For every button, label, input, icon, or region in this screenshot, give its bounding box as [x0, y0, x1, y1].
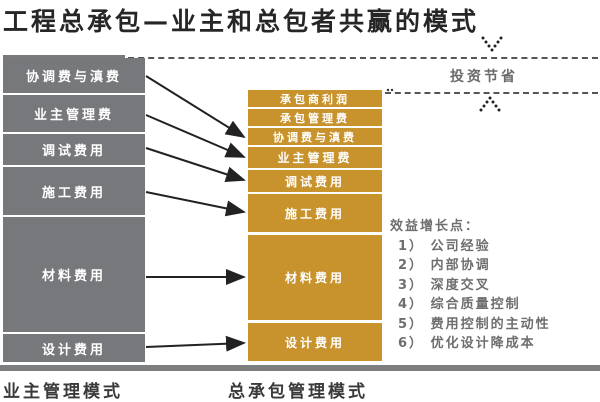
benefit-item: 1） 公司经验 [398, 238, 491, 254]
owner-mode-label: 业主管理模式 [3, 382, 123, 402]
arrow-coordination [145, 75, 246, 139]
arrow-owner-mgmt [145, 114, 246, 158]
saving-chevron-up-icon [479, 96, 501, 112]
epc-item-design: 设计费用 [248, 323, 382, 361]
benefits-list: 效益增长点： 1） 公司经验 2） 内部协调 3） 深度交叉 4） 综合质量控制… [390, 217, 551, 354]
top-bar [3, 55, 125, 59]
epc-item-materials: 材料费用 [248, 235, 382, 320]
benefits-heading: 效益增长点： [390, 219, 481, 234]
epc-item-commissioning: 调试费用 [248, 170, 382, 192]
owner-item-materials: 材料费用 [3, 217, 145, 332]
saving-chevron-down-icon [481, 36, 503, 52]
arrow-commissioning [145, 147, 246, 183]
epc-item-construction: 施工费用 [248, 194, 382, 232]
owner-item-design: 设计费用 [3, 334, 145, 362]
bottom-divider [0, 365, 600, 371]
benefit-item: 5） 费用控制的主动性 [398, 316, 551, 332]
investment-saving-label: 投资节省 [450, 69, 518, 85]
arrow-construction [145, 191, 246, 217]
arrow-design [145, 335, 246, 352]
owner-item-owner-mgmt: 业主管理费 [3, 95, 145, 132]
owner-item-commissioning: 调试费用 [3, 134, 145, 165]
epc-item-profit: 承包商利润 [248, 90, 382, 107]
epc-item-coordination: 协调费与滇费 [248, 128, 382, 145]
benefit-item: 2） 内部协调 [398, 258, 491, 273]
lower-dashed-line [385, 92, 598, 94]
benefit-item: 3） 深度交叉 [398, 277, 491, 293]
benefit-item: 4） 综合质量控制 [398, 297, 521, 312]
epc-item-owner-mgmt: 业主管理费 [248, 147, 382, 168]
owner-item-construction: 施工费用 [3, 167, 145, 215]
owner-item-coordination: 协调费与滇费 [3, 58, 145, 93]
benefit-item: 6） 优化设计降成本 [398, 336, 536, 351]
epc-item-contract-mgmt: 承包管理费 [248, 109, 382, 126]
upper-dashed-line [128, 57, 598, 59]
diagram-title: 工程总承包—业主和总包者共赢的模式 [3, 7, 480, 36]
epc-mode-label: 总承包管理模式 [228, 382, 368, 402]
